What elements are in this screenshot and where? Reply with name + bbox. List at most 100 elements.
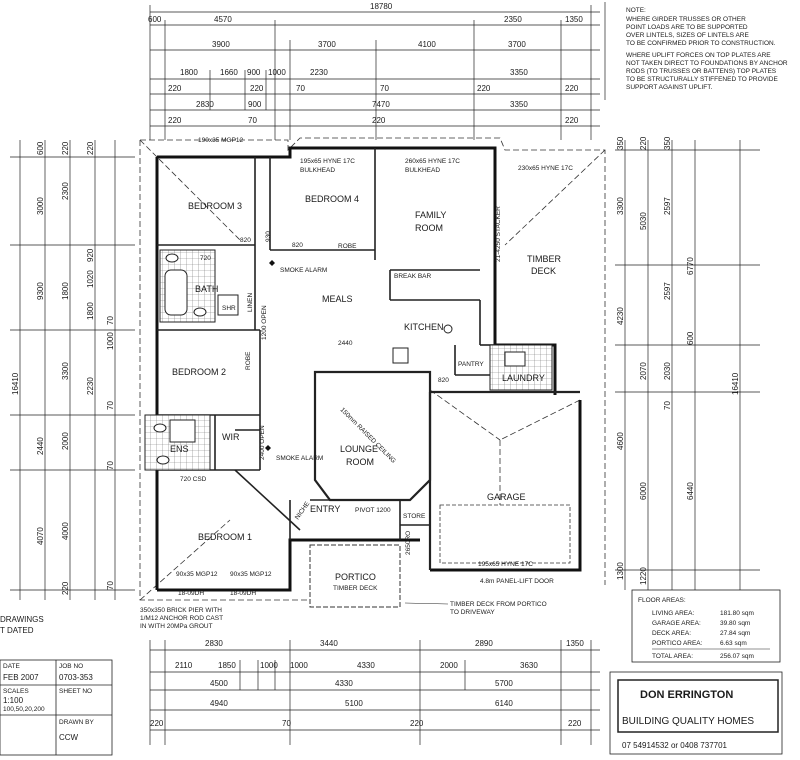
beam-label: 260x65 HYNE 17C <box>405 158 460 165</box>
dim-text: 7470 <box>372 100 390 109</box>
pivot-door-label: PIVOT 1200 <box>355 507 391 514</box>
dim-text: 1020 <box>86 270 95 288</box>
dim-text: 3700 <box>318 40 336 49</box>
dim-text: 1000 <box>106 332 115 350</box>
shower-label: SHR <box>222 305 236 312</box>
dim-text: 1350 <box>565 15 583 24</box>
dim-text: 3900 <box>212 40 230 49</box>
opening-label: 930 <box>265 231 272 242</box>
stacker-label: 21-4250 STACKER <box>495 206 502 262</box>
opening-label: 820 <box>240 237 251 244</box>
right-dimensions <box>615 140 760 590</box>
room-label-bath: BATH <box>195 284 218 294</box>
dim-text: 1350 <box>566 639 584 648</box>
opening-label: 2440 <box>338 340 353 347</box>
dim-text: 16410 <box>731 372 740 395</box>
ensuite-toilet-icon <box>156 455 170 465</box>
note-line: RODS (TO TRUSSES OR BATTENS) TOP PLATES <box>626 68 777 75</box>
date-label: DATE <box>3 663 21 670</box>
dim-text: 16410 <box>11 372 20 395</box>
drawn-by-value: CCW <box>59 733 79 742</box>
dim-text: 3000 <box>36 197 45 215</box>
room-label-family-2: ROOM <box>415 223 443 233</box>
dim-text: 2440 <box>36 437 45 455</box>
room-label-timber-deck: TIMBER <box>527 254 562 264</box>
room-label-portico: PORTICO <box>335 572 376 582</box>
opening-label: 720 <box>200 255 211 262</box>
dim-text: 2890 <box>475 639 493 648</box>
area-key: LIVING AREA: <box>652 610 694 617</box>
deck-note: TIMBER DECK FROM PORTICO <box>450 601 547 608</box>
dim-text: 900 <box>247 68 261 77</box>
beam-label: 195x65 HYNE 17C <box>300 158 355 165</box>
area-value: 27.84 sqm <box>720 630 750 637</box>
dim-text: 6000 <box>639 482 648 500</box>
dim-text: 1000 <box>268 68 286 77</box>
room-label-kitchen: KITCHEN <box>404 322 444 332</box>
laundry-tub-icon <box>504 351 526 367</box>
robe-label: ROBE <box>338 243 357 250</box>
left-dimension-text: 16410 600 3000 9300 2440 4070 220 2300 1… <box>11 141 115 595</box>
dim-text: 1300 <box>616 562 625 580</box>
area-total-key: TOTAL AREA: <box>652 653 693 660</box>
ensuite-tiles <box>144 414 211 471</box>
dim-text: 220 <box>568 719 582 728</box>
room-label-wir: WIR <box>222 432 240 442</box>
bottom-dimension-text: 2830 3440 2890 1350 2110 1850 1000 1000 … <box>150 639 584 728</box>
top-dimensions <box>149 5 600 140</box>
note-line: NOTE: <box>626 7 646 14</box>
dim-text: 220 <box>410 719 424 728</box>
window-label: 18-09DH <box>178 590 204 597</box>
dim-text: 2597 <box>663 282 672 300</box>
dim-text: 4940 <box>210 699 228 708</box>
dim-text: 1000 <box>260 661 278 670</box>
door-label: 720 CSD <box>180 476 207 483</box>
dim-text: 5100 <box>345 699 363 708</box>
room-label-entry: ENTRY <box>310 504 340 514</box>
dim-text: 2030 <box>663 362 672 380</box>
linen-label: LINEN <box>247 293 254 312</box>
dim-text: 1800 <box>180 68 198 77</box>
deck-note: TO DRIVEWAY <box>450 609 495 616</box>
dim-text: 4330 <box>335 679 353 688</box>
dim-text: 5030 <box>639 212 648 230</box>
smoke-alarm-label: SMOKE ALARM <box>280 267 327 274</box>
room-labels: BEDROOM 3 BEDROOM 4 FAMILY ROOM TIMBER D… <box>170 167 562 592</box>
opening-label: 2650RO <box>405 531 412 555</box>
area-total-value: 256.07 sqm <box>720 653 754 660</box>
dim-text: 2230 <box>310 68 328 77</box>
dim-text: 600 <box>36 141 45 155</box>
garage-door-label: 4.8m PANEL-LIFT DOOR <box>480 578 554 585</box>
note-line: POINT LOADS ARE TO BE SUPPORTED <box>626 24 748 31</box>
area-key: DECK AREA: <box>652 630 691 637</box>
dim-text: 4500 <box>210 679 228 688</box>
dim-text: 920 <box>86 248 95 262</box>
sink-icon <box>443 324 453 334</box>
dim-text: 70 <box>282 719 291 728</box>
dim-text: 2070 <box>639 362 648 380</box>
date-value: FEB 2007 <box>3 673 39 682</box>
dim-text: 1660 <box>220 68 238 77</box>
note-line: NOT TAKEN DIRECT TO FOUNDATIONS BY ANCHO… <box>626 60 788 67</box>
dim-text: 220 <box>565 116 579 125</box>
robe-label: ROBE <box>245 351 252 370</box>
beam-label: 230x65 HYNE 17C <box>518 165 573 172</box>
dim-text: 2350 <box>504 15 522 24</box>
room-label-portico-deck: TIMBER DECK <box>333 585 378 592</box>
dim-text: 350 <box>616 136 625 150</box>
dim-text: 4330 <box>357 661 375 670</box>
dim-text: 3350 <box>510 100 528 109</box>
room-label-ensuite: ENS <box>170 444 189 454</box>
dim-text: 6440 <box>686 482 695 500</box>
area-value: 6.63 sqm <box>720 640 747 647</box>
beam-label: 195x65 HYNE 17C <box>478 561 533 568</box>
dim-text: 70 <box>296 84 305 93</box>
note-line: WHERE UPLIFT FORCES ON TOP PLATES ARE <box>626 52 771 59</box>
dim-text: 1850 <box>218 661 236 670</box>
pier-note: IN WITH 20MPa GROUT <box>140 623 213 630</box>
dim-text: 4570 <box>214 15 232 24</box>
dim-text: 220 <box>372 116 386 125</box>
left-dimensions <box>10 140 135 600</box>
dim-text: 4000 <box>61 522 70 540</box>
dim-text: 220 <box>150 719 164 728</box>
